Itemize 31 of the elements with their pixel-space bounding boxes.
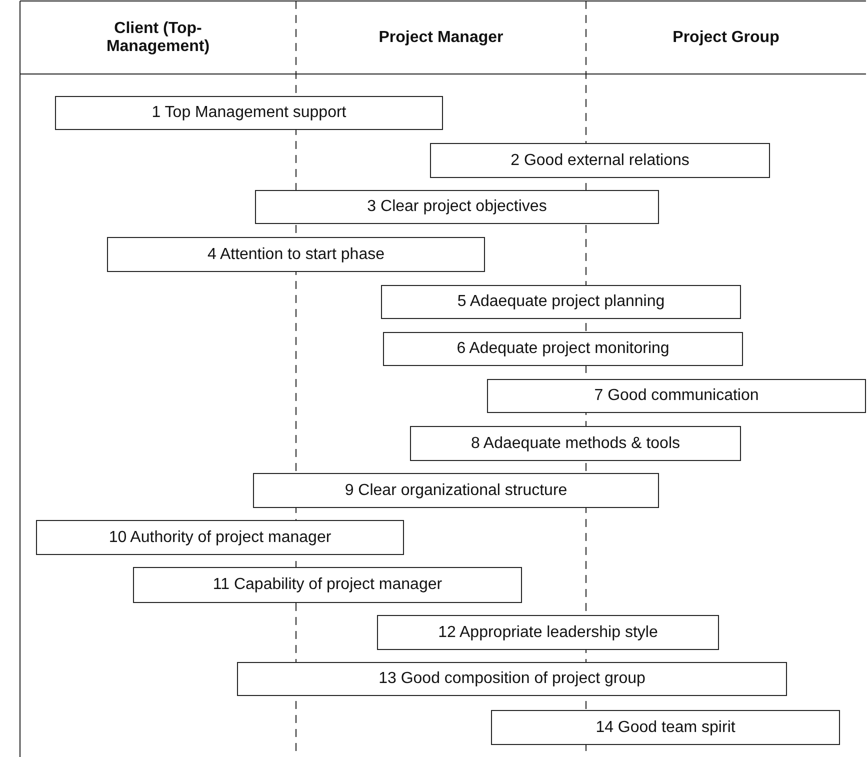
factor-bar bbox=[253, 473, 659, 508]
factor-label: 6 Adequate project monitoring bbox=[456, 340, 670, 358]
factor-label: 12 Appropriate leadership style bbox=[438, 624, 658, 642]
factor-label: 2 Good external relations bbox=[510, 152, 690, 170]
factor-label: 1 Top Management support bbox=[152, 104, 346, 122]
factor-label: 11 Capability of project manager bbox=[212, 576, 442, 594]
factor-bar bbox=[133, 567, 522, 603]
factor-label: 9 Clear organizational structure bbox=[344, 482, 568, 500]
factor-bar bbox=[36, 520, 404, 555]
factor-label: 7 Good communication bbox=[594, 387, 759, 405]
factor-bar bbox=[107, 237, 485, 272]
factor-label: 14 Good team spirit bbox=[596, 718, 736, 736]
factor-bar bbox=[381, 285, 741, 319]
factor-bar bbox=[430, 143, 770, 178]
factor-bar bbox=[255, 190, 659, 224]
factor-bar bbox=[491, 710, 840, 745]
factor-bar bbox=[55, 96, 443, 130]
factor-label: 4 Attention to start phase bbox=[207, 246, 384, 264]
factor-bar bbox=[377, 615, 719, 650]
column-header: Client (Top-Management) bbox=[105, 20, 211, 56]
factor-label: 5 Adaequate project planning bbox=[457, 293, 665, 311]
factor-bar bbox=[237, 662, 787, 696]
factor-bar bbox=[410, 426, 741, 461]
factor-label: 8 Adaequate methods & tools bbox=[470, 434, 680, 452]
column-header: Project Manager bbox=[378, 29, 504, 47]
factor-label: 3 Clear project objectives bbox=[367, 198, 547, 216]
column-header: Project Group bbox=[672, 29, 780, 47]
factor-bar bbox=[383, 332, 743, 366]
factor-label: 10 Authority of project manager bbox=[108, 528, 332, 546]
factor-label: 13 Good composition of project group bbox=[378, 670, 646, 688]
factor-bar bbox=[487, 379, 866, 413]
